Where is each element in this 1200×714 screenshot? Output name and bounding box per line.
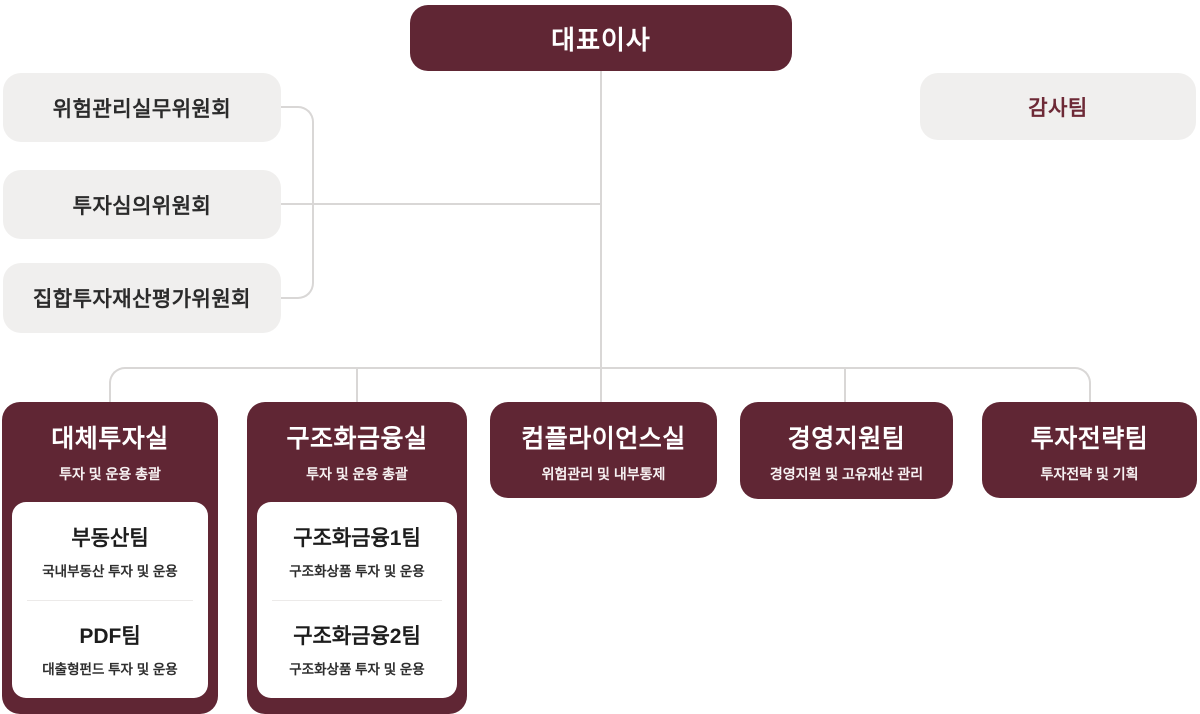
team-structured-finance-1: 구조화금융1팀 구조화상품 투자 및 운용 xyxy=(257,502,457,600)
division-header: 대체투자실 투자 및 운용 총괄 xyxy=(2,402,218,502)
division-title: 대체투자실 xyxy=(51,425,169,453)
division-subtitle: 경영지원 및 고유재산 관리 xyxy=(769,466,924,482)
team-desc: 국내부동산 투자 및 운용 xyxy=(42,563,178,579)
team-divider xyxy=(272,599,442,601)
team-name: PDF팀 xyxy=(79,625,141,649)
connector-drop-division-4 xyxy=(844,369,846,402)
connector-committee-3 xyxy=(280,204,314,299)
connector-committee-1 xyxy=(280,106,314,204)
node-committee-investment-review: 투자심의위원회 xyxy=(3,170,281,239)
connector-distributor-left xyxy=(109,367,357,402)
team-divider xyxy=(27,599,193,601)
division-subtitle: 위험관리 및 내부통제 xyxy=(541,466,666,482)
node-committee-risk-management: 위험관리실무위원회 xyxy=(3,73,281,142)
division-title: 구조화금융실 xyxy=(286,425,428,453)
node-division-management-support: 경영지원팀 경영지원 및 고유재산 관리 xyxy=(740,402,953,499)
division-title: 경영지원팀 xyxy=(787,425,906,453)
division-header: 컴플라이언스실 위험관리 및 내부통제 xyxy=(490,402,717,498)
division-subtitle: 투자 및 운용 총괄 xyxy=(59,466,161,482)
committee-label: 투자심의위원회 xyxy=(72,194,212,218)
division-header: 구조화금융실 투자 및 운용 총괄 xyxy=(247,402,467,502)
division-subtitle: 투자 및 운용 총괄 xyxy=(306,466,408,482)
audit-label: 감사팀 xyxy=(1028,96,1088,120)
division-subtitle: 투자전략 및 기획 xyxy=(1040,466,1139,482)
team-real-estate: 부동산팀 국내부동산 투자 및 운용 xyxy=(12,502,208,600)
connector-trunk xyxy=(600,71,602,402)
connector-distributor-right xyxy=(845,367,1091,402)
team-name: 구조화금융1팀 xyxy=(293,526,421,550)
team-card: 구조화금융1팀 구조화상품 투자 및 운용 구조화금융2팀 구조화상품 투자 및… xyxy=(257,502,457,698)
committee-label: 집합투자재산평가위원회 xyxy=(32,288,252,311)
node-division-alternative-investment: 대체투자실 투자 및 운용 총괄 부동산팀 국내부동산 투자 및 운용 PDF팀… xyxy=(2,402,218,714)
team-structured-finance-2: 구조화금융2팀 구조화상품 투자 및 운용 xyxy=(257,601,457,699)
team-name: 구조화금융2팀 xyxy=(293,625,421,649)
team-card: 부동산팀 국내부동산 투자 및 운용 PDF팀 대출형펀드 투자 및 운용 xyxy=(12,502,208,698)
team-desc: 구조화상품 투자 및 운용 xyxy=(289,563,425,579)
division-header: 투자전략팀 투자전략 및 기획 xyxy=(982,402,1197,498)
node-division-compliance: 컴플라이언스실 위험관리 및 내부통제 xyxy=(490,402,717,498)
node-committee-asset-valuation: 집합투자재산평가위원회 xyxy=(3,263,281,333)
connector-drop-division-2 xyxy=(356,369,358,402)
team-desc: 대출형펀드 투자 및 운용 xyxy=(42,662,178,678)
division-title: 컴플라이언스실 xyxy=(521,425,686,453)
team-name: 부동산팀 xyxy=(71,526,149,550)
team-pdf: PDF팀 대출형펀드 투자 및 운용 xyxy=(12,601,208,699)
ceo-label: 대표이사 xyxy=(551,24,651,55)
committee-label: 위험관리실무위원회 xyxy=(52,97,232,121)
division-title: 투자전략팀 xyxy=(1030,425,1149,453)
node-division-investment-strategy: 투자전략팀 투자전략 및 기획 xyxy=(982,402,1197,498)
connector-committee-2 xyxy=(281,203,601,205)
node-audit-team: 감사팀 xyxy=(920,73,1196,140)
connector-distributor-middle xyxy=(357,367,847,369)
node-division-structured-finance: 구조화금융실 투자 및 운용 총괄 구조화금융1팀 구조화상품 투자 및 운용 … xyxy=(247,402,467,714)
node-ceo: 대표이사 xyxy=(410,5,792,71)
team-desc: 구조화상품 투자 및 운용 xyxy=(289,662,425,678)
division-header: 경영지원팀 경영지원 및 고유재산 관리 xyxy=(740,402,953,498)
